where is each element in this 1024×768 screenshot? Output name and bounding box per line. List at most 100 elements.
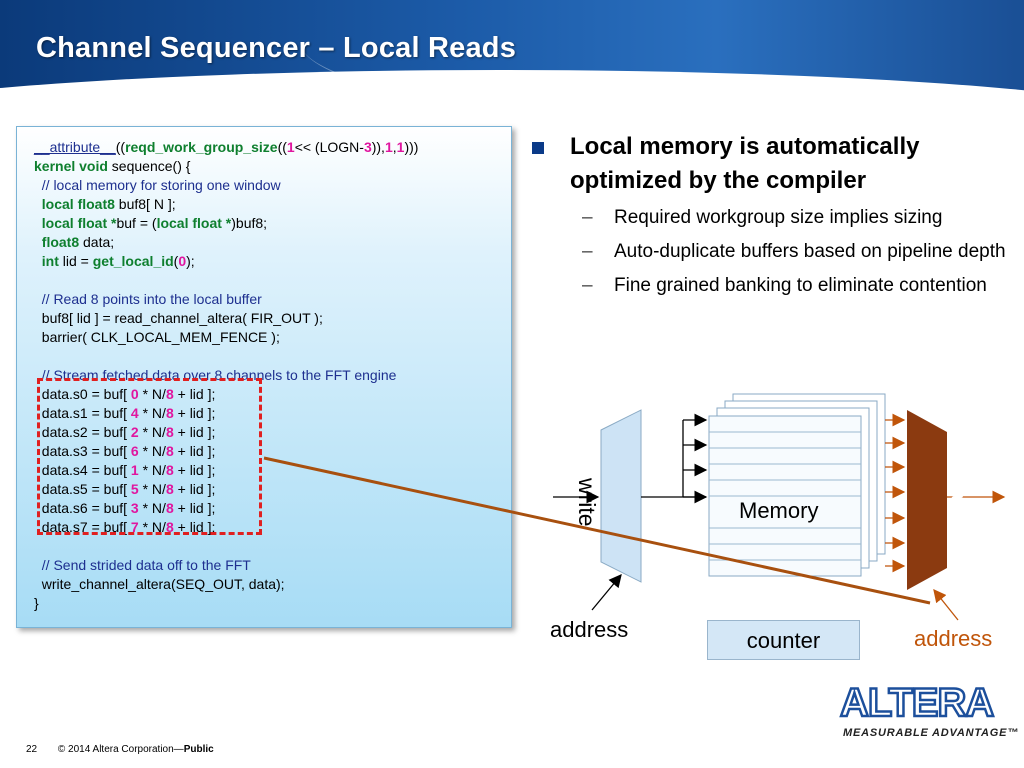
code-token: // local memory for storing one window <box>34 177 281 193</box>
code-token: buf8[ lid ] = read_channel_altera( FIR_O… <box>34 310 323 326</box>
code-token: data.s7 = buf[ <box>34 519 131 535</box>
page-number: 22 <box>26 744 38 755</box>
dash-icon: – <box>582 241 593 262</box>
code-token: 7 <box>130 519 139 535</box>
code-token: // Send strided data off to the FFT <box>34 557 251 573</box>
memory-banks <box>708 393 886 577</box>
code-token: write_channel_altera(SEQ_OUT, data); <box>34 576 285 592</box>
code-token: local float * <box>34 215 117 231</box>
code-token: buf = ( <box>116 215 157 231</box>
read-label: read <box>943 481 968 526</box>
highlight-box <box>37 378 262 535</box>
code-token: )buf8; <box>231 215 268 231</box>
code-token: data.s1 = buf[ <box>34 405 131 421</box>
counter-box: counter <box>707 620 860 660</box>
memory-label: Memory <box>739 498 819 523</box>
code-token: } <box>34 595 39 611</box>
sub-bullet-text: Required workgroup size implies sizing <box>614 207 943 228</box>
read-mux <box>907 410 947 590</box>
code-line: data.s2 = buf[ 2 * N/8 + lid ]; <box>34 423 418 442</box>
code-token: 3 <box>130 500 139 516</box>
code-token: 8 <box>165 405 174 421</box>
bullet-list: Local memory is automatically optimized … <box>530 130 1010 300</box>
code-line: } <box>34 594 418 613</box>
code-token: * N/ <box>138 386 166 402</box>
code-token: ( <box>173 253 179 269</box>
code-line: data.s0 = buf[ 0 * N/8 + lid ]; <box>34 385 418 404</box>
code-token: data.s2 = buf[ <box>34 424 131 440</box>
code-line: kernel void sequence() { <box>34 157 418 176</box>
code-token: local float * <box>156 215 232 231</box>
code-token: * N/ <box>138 443 166 459</box>
code-token: 0 <box>178 253 187 269</box>
code-line: // Read 8 points into the local buffer <box>34 290 418 309</box>
code-token: // Read 8 points into the local buffer <box>34 291 262 307</box>
code-token: + lid ]; <box>173 386 216 402</box>
code-line: float8 data; <box>34 233 418 252</box>
write-mux <box>600 409 642 583</box>
altera-logo: ALTERA <box>839 684 996 726</box>
bullet-main-text: Local memory is automatically optimized … <box>570 133 920 194</box>
code-token: 5 <box>130 481 139 497</box>
dash-icon: – <box>582 207 593 228</box>
code-token: * N/ <box>138 519 166 535</box>
code-listing: __attribute__((reqd_work_group_size((1<<… <box>34 138 418 613</box>
code-token: get_local_id <box>92 253 174 269</box>
sub-bullet: – Fine grained banking to eliminate cont… <box>530 272 1010 300</box>
code-token: 8 <box>165 481 174 497</box>
code-panel <box>16 126 512 628</box>
code-token: 2 <box>130 424 139 440</box>
address-line <box>263 456 931 605</box>
code-line: local float8 buf8[ N ]; <box>34 195 418 214</box>
sub-bullet: – Required workgroup size implies sizing <box>530 204 1010 232</box>
bullet-main: Local memory is automatically optimized … <box>530 130 1010 198</box>
code-token: + lid ]; <box>173 405 216 421</box>
write-label: write <box>574 478 600 527</box>
code-token: data.s6 = buf[ <box>34 500 131 516</box>
logo-tagline: MEASURABLE ADVANTAGE™ <box>843 727 1020 739</box>
code-token: + lid ]; <box>173 462 216 478</box>
code-token: * N/ <box>138 481 166 497</box>
address-label-right: address <box>914 626 993 651</box>
code-line: // local memory for storing one window <box>34 176 418 195</box>
slide-title: Channel Sequencer – Local Reads <box>36 32 517 64</box>
code-token: * N/ <box>138 424 166 440</box>
code-token: float8 <box>34 234 80 250</box>
code-token: kernel void <box>34 158 108 174</box>
code-line: barrier( CLK_LOCAL_MEM_FENCE ); <box>34 328 418 347</box>
copyright: © 2014 Altera Corporation— <box>57 744 184 755</box>
code-line: data.s6 = buf[ 3 * N/8 + lid ]; <box>34 499 418 518</box>
code-token: __attribute__ <box>34 139 116 155</box>
code-line: data.s1 = buf[ 4 * N/8 + lid ]; <box>34 404 418 423</box>
code-line: int lid = get_local_id(0); <box>34 252 418 271</box>
code-line: // Send strided data off to the FFT <box>34 556 418 575</box>
title-bar: Channel Sequencer – Local Reads <box>0 0 1024 104</box>
code-token: ); <box>186 253 195 269</box>
code-token: << (LOGN- <box>294 139 364 155</box>
code-token: 8 <box>165 519 174 535</box>
code-token: local float8 <box>34 196 115 212</box>
code-token: , <box>392 139 397 155</box>
code-token: + lid ]; <box>173 481 216 497</box>
code-token: int <box>34 253 59 269</box>
code-token: )), <box>371 139 385 155</box>
sub-bullet: – Auto-duplicate buffers based on pipeli… <box>530 238 1010 266</box>
code-token: data.s3 = buf[ <box>34 443 131 459</box>
code-line: buf8[ lid ] = read_channel_altera( FIR_O… <box>34 309 418 328</box>
code-token: + lid ]; <box>173 500 216 516</box>
code-token: (( <box>277 139 287 155</box>
code-token: + lid ]; <box>173 424 216 440</box>
code-token: 6 <box>130 443 139 459</box>
code-line: __attribute__((reqd_work_group_size((1<<… <box>34 138 418 157</box>
code-line: local float *buf = (local float *)buf8; <box>34 214 418 233</box>
sub-bullet-text: Fine grained banking to eliminate conten… <box>614 275 987 296</box>
code-token: 8 <box>165 500 174 516</box>
bullet-square-icon <box>532 142 544 154</box>
code-token: * N/ <box>138 405 166 421</box>
classification: Public <box>183 744 214 755</box>
code-token: 8 <box>165 462 174 478</box>
code-line: data.s4 = buf[ 1 * N/8 + lid ]; <box>34 461 418 480</box>
code-token: buf8[ N ]; <box>114 196 176 212</box>
code-token: 1 <box>384 139 393 155</box>
